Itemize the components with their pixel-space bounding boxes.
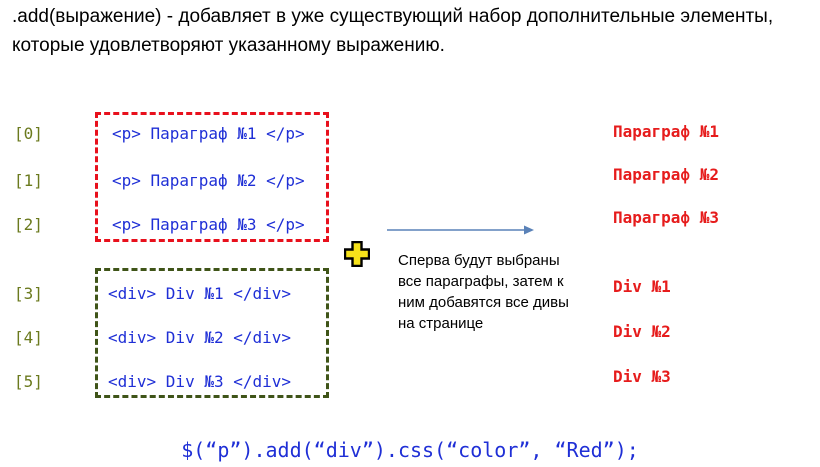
code-formula: $(“p”).add(“div”).css(“color”, “Red”);	[181, 438, 639, 462]
index-5: [5]	[14, 372, 43, 391]
result-div-1: Div №1	[613, 277, 671, 296]
result-paragraph-2: Параграф №2	[613, 165, 719, 184]
arrow-right-icon	[387, 225, 534, 235]
index-0: [0]	[14, 124, 43, 143]
plus-icon	[344, 241, 370, 267]
description: .add(выражение) - добавляет в уже сущест…	[12, 2, 812, 60]
div-group-box	[95, 268, 329, 398]
div-line-2: <div> Div №2 </div>	[108, 328, 292, 347]
result-paragraph-1: Параграф №1	[613, 122, 719, 141]
index-2: [2]	[14, 215, 43, 234]
description-text: - добавляет в уже существующий набор доп…	[12, 6, 774, 56]
paragraph-line-2: <p> Параграф №2 </p>	[112, 171, 305, 190]
result-div-2: Div №2	[613, 322, 671, 341]
div-line-1: <div> Div №1 </div>	[108, 284, 292, 303]
paragraph-line-1: <p> Параграф №1 </p>	[112, 124, 305, 143]
result-paragraph-3: Параграф №3	[613, 208, 719, 227]
method-name: .add(выражение)	[12, 6, 162, 27]
result-div-3: Div №3	[613, 367, 671, 386]
index-1: [1]	[14, 171, 43, 190]
explanation-note: Сперва будут выбраны все параграфы, зате…	[398, 252, 569, 332]
index-3: [3]	[14, 284, 43, 303]
index-4: [4]	[14, 328, 43, 347]
div-line-3: <div> Div №3 </div>	[108, 372, 292, 391]
paragraph-line-3: <p> Параграф №3 </p>	[112, 215, 305, 234]
paragraph-group-box	[95, 112, 329, 242]
